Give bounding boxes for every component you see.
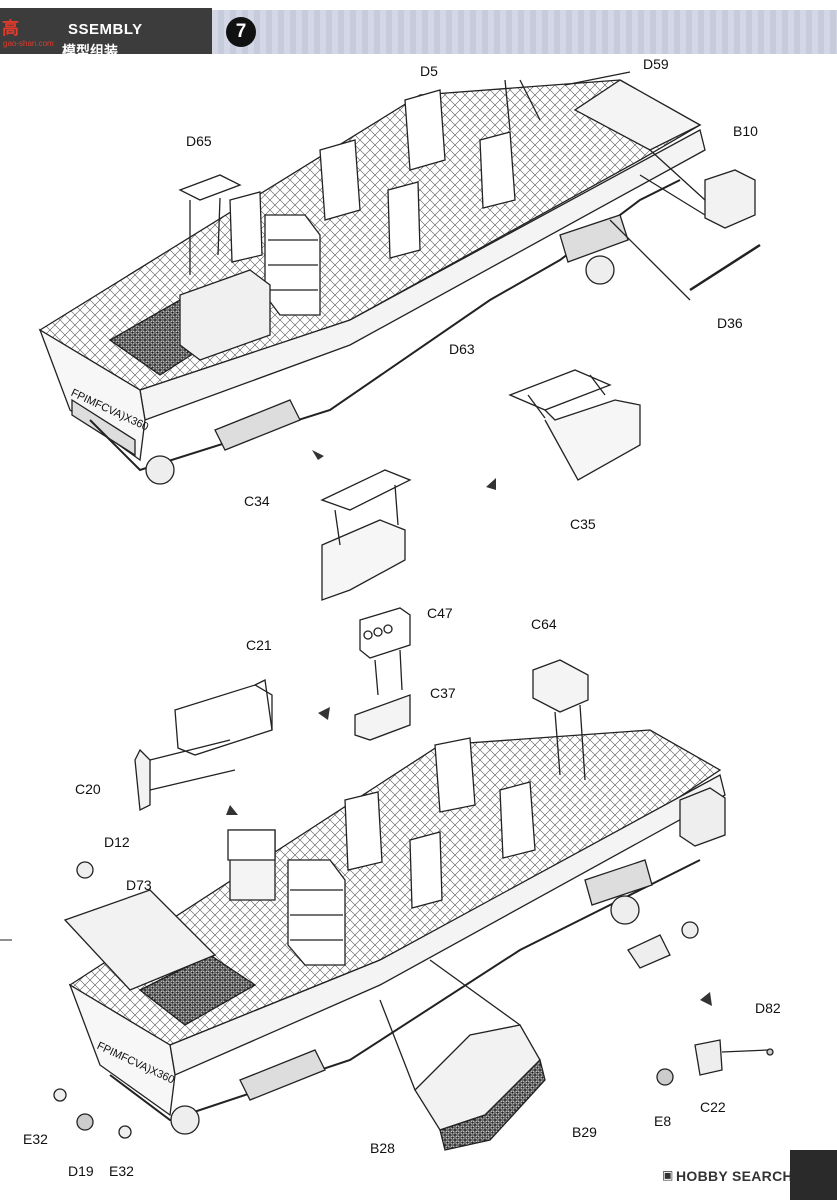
page-header: 高 gao-shan.com SSEMBLY 模型组装 7 (0, 0, 837, 59)
label-b29: B29 (572, 1124, 597, 1140)
step-number-badge: 7 (226, 17, 256, 47)
label-b10: B10 (733, 123, 758, 139)
part-c47 (359, 607, 411, 659)
part-e32-left (53, 1088, 67, 1102)
label-c37: C37 (430, 685, 456, 701)
part-d73 (63, 889, 217, 991)
part-c21 (174, 684, 273, 756)
hobby-search-logo: HOBBY SEARCH (676, 1168, 793, 1184)
label-e32-left: E32 (23, 1131, 48, 1147)
header-title-cn: 模型组装 (62, 43, 118, 59)
label-d82: D82 (755, 1000, 781, 1016)
label-d65: D65 (186, 133, 212, 149)
part-d36 (689, 243, 761, 292)
part-c37 (354, 694, 411, 741)
header-band (212, 10, 837, 54)
part-d19 (76, 1113, 94, 1131)
label-d73: D73 (126, 877, 152, 893)
label-c34: C34 (244, 493, 270, 509)
part-e8 (656, 1068, 674, 1086)
part-b29 (439, 1058, 546, 1151)
label-d59: D59 (643, 56, 669, 72)
label-c64: C64 (531, 616, 557, 632)
header-title-block: 高 gao-shan.com SSEMBLY 模型组装 (0, 8, 212, 59)
part-d12 (76, 861, 94, 879)
copyright-mark: ▣ (662, 1168, 674, 1182)
part-e32-right (118, 1125, 132, 1139)
label-c35: C35 (570, 516, 596, 532)
lower-vehicle-hull (63, 729, 726, 1135)
upper-vehicle-hull (38, 79, 706, 485)
label-d63: D63 (449, 341, 475, 357)
part-b28 (414, 1024, 541, 1131)
label-d36: D36 (717, 315, 743, 331)
label-e32-right: E32 (109, 1163, 134, 1179)
part-c22 (694, 1039, 723, 1076)
footer-page-band (790, 1150, 837, 1200)
site-logo: 高 (2, 19, 19, 38)
label-c20: C20 (75, 781, 101, 797)
part-d63 (508, 369, 612, 411)
label-d19: D19 (68, 1163, 94, 1179)
part-b10 (704, 169, 756, 229)
part-c20 (134, 748, 151, 812)
site-url: gao-shan.com (3, 39, 54, 48)
label-c21: C21 (246, 637, 272, 653)
label-b28: B28 (370, 1140, 395, 1156)
part-c34 (320, 469, 412, 511)
part-d65 (178, 174, 242, 201)
header-title-en: SSEMBLY (68, 21, 143, 38)
label-d12: D12 (104, 834, 130, 850)
label-c47: C47 (427, 605, 453, 621)
label-c22: C22 (700, 1099, 726, 1115)
label-e8: E8 (654, 1113, 672, 1129)
part-c64 (532, 659, 589, 713)
label-d5: D5 (420, 63, 438, 79)
part-c35 (544, 399, 641, 481)
part-d82 (766, 1048, 774, 1056)
